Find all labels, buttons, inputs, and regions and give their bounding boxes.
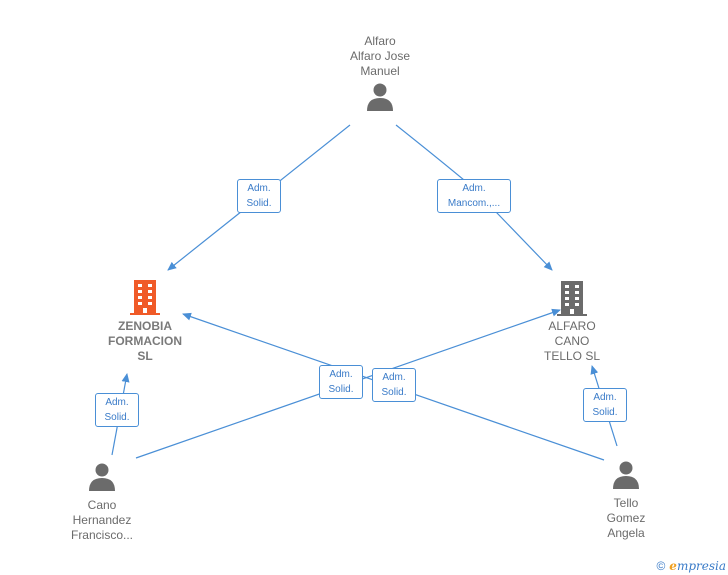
building-icon: [557, 281, 587, 316]
edge-label-alfaro-zenobia[interactable]: Adm. Solid.: [237, 179, 281, 213]
edge-label-cano-alfarocano[interactable]: Adm. Solid.: [319, 365, 363, 399]
copyright-symbol: ©: [656, 559, 666, 573]
empresia-logo: empresia: [669, 559, 726, 573]
node-label: ALFARO CANO TELLO SL: [543, 319, 601, 363]
person-icon: [89, 463, 115, 491]
node-label: Cano Hernandez Francisco...: [70, 498, 133, 542]
node-tello[interactable]: Tello Gomez Angela: [584, 460, 668, 541]
edge-label-tello-alfarocano[interactable]: Adm. Solid.: [583, 388, 627, 422]
node-label: Tello Gomez Angela: [606, 496, 646, 540]
node-alfaro[interactable]: Alfaro Alfaro Jose Manuel: [320, 34, 440, 112]
node-label: ZENOBIA FORMACION SL: [108, 319, 182, 363]
empresia-watermark: ©empresia: [656, 559, 726, 573]
edge-label-tello-zenobia[interactable]: Adm. Solid.: [372, 368, 416, 402]
node-label: Alfaro Alfaro Jose Manuel: [349, 34, 411, 78]
building-icon: [130, 280, 160, 315]
node-cano[interactable]: Cano Hernandez Francisco...: [52, 462, 152, 543]
edge-label-alfaro-alfarocano[interactable]: Adm. Mancom.,...: [437, 179, 511, 213]
node-zenobia[interactable]: ZENOBIA FORMACION SL: [95, 279, 195, 364]
person-icon: [367, 83, 393, 111]
edge-label-cano-zenobia[interactable]: Adm. Solid.: [95, 393, 139, 427]
node-alfaro-cano[interactable]: ALFARO CANO TELLO SL: [530, 280, 614, 364]
person-icon: [613, 461, 639, 489]
